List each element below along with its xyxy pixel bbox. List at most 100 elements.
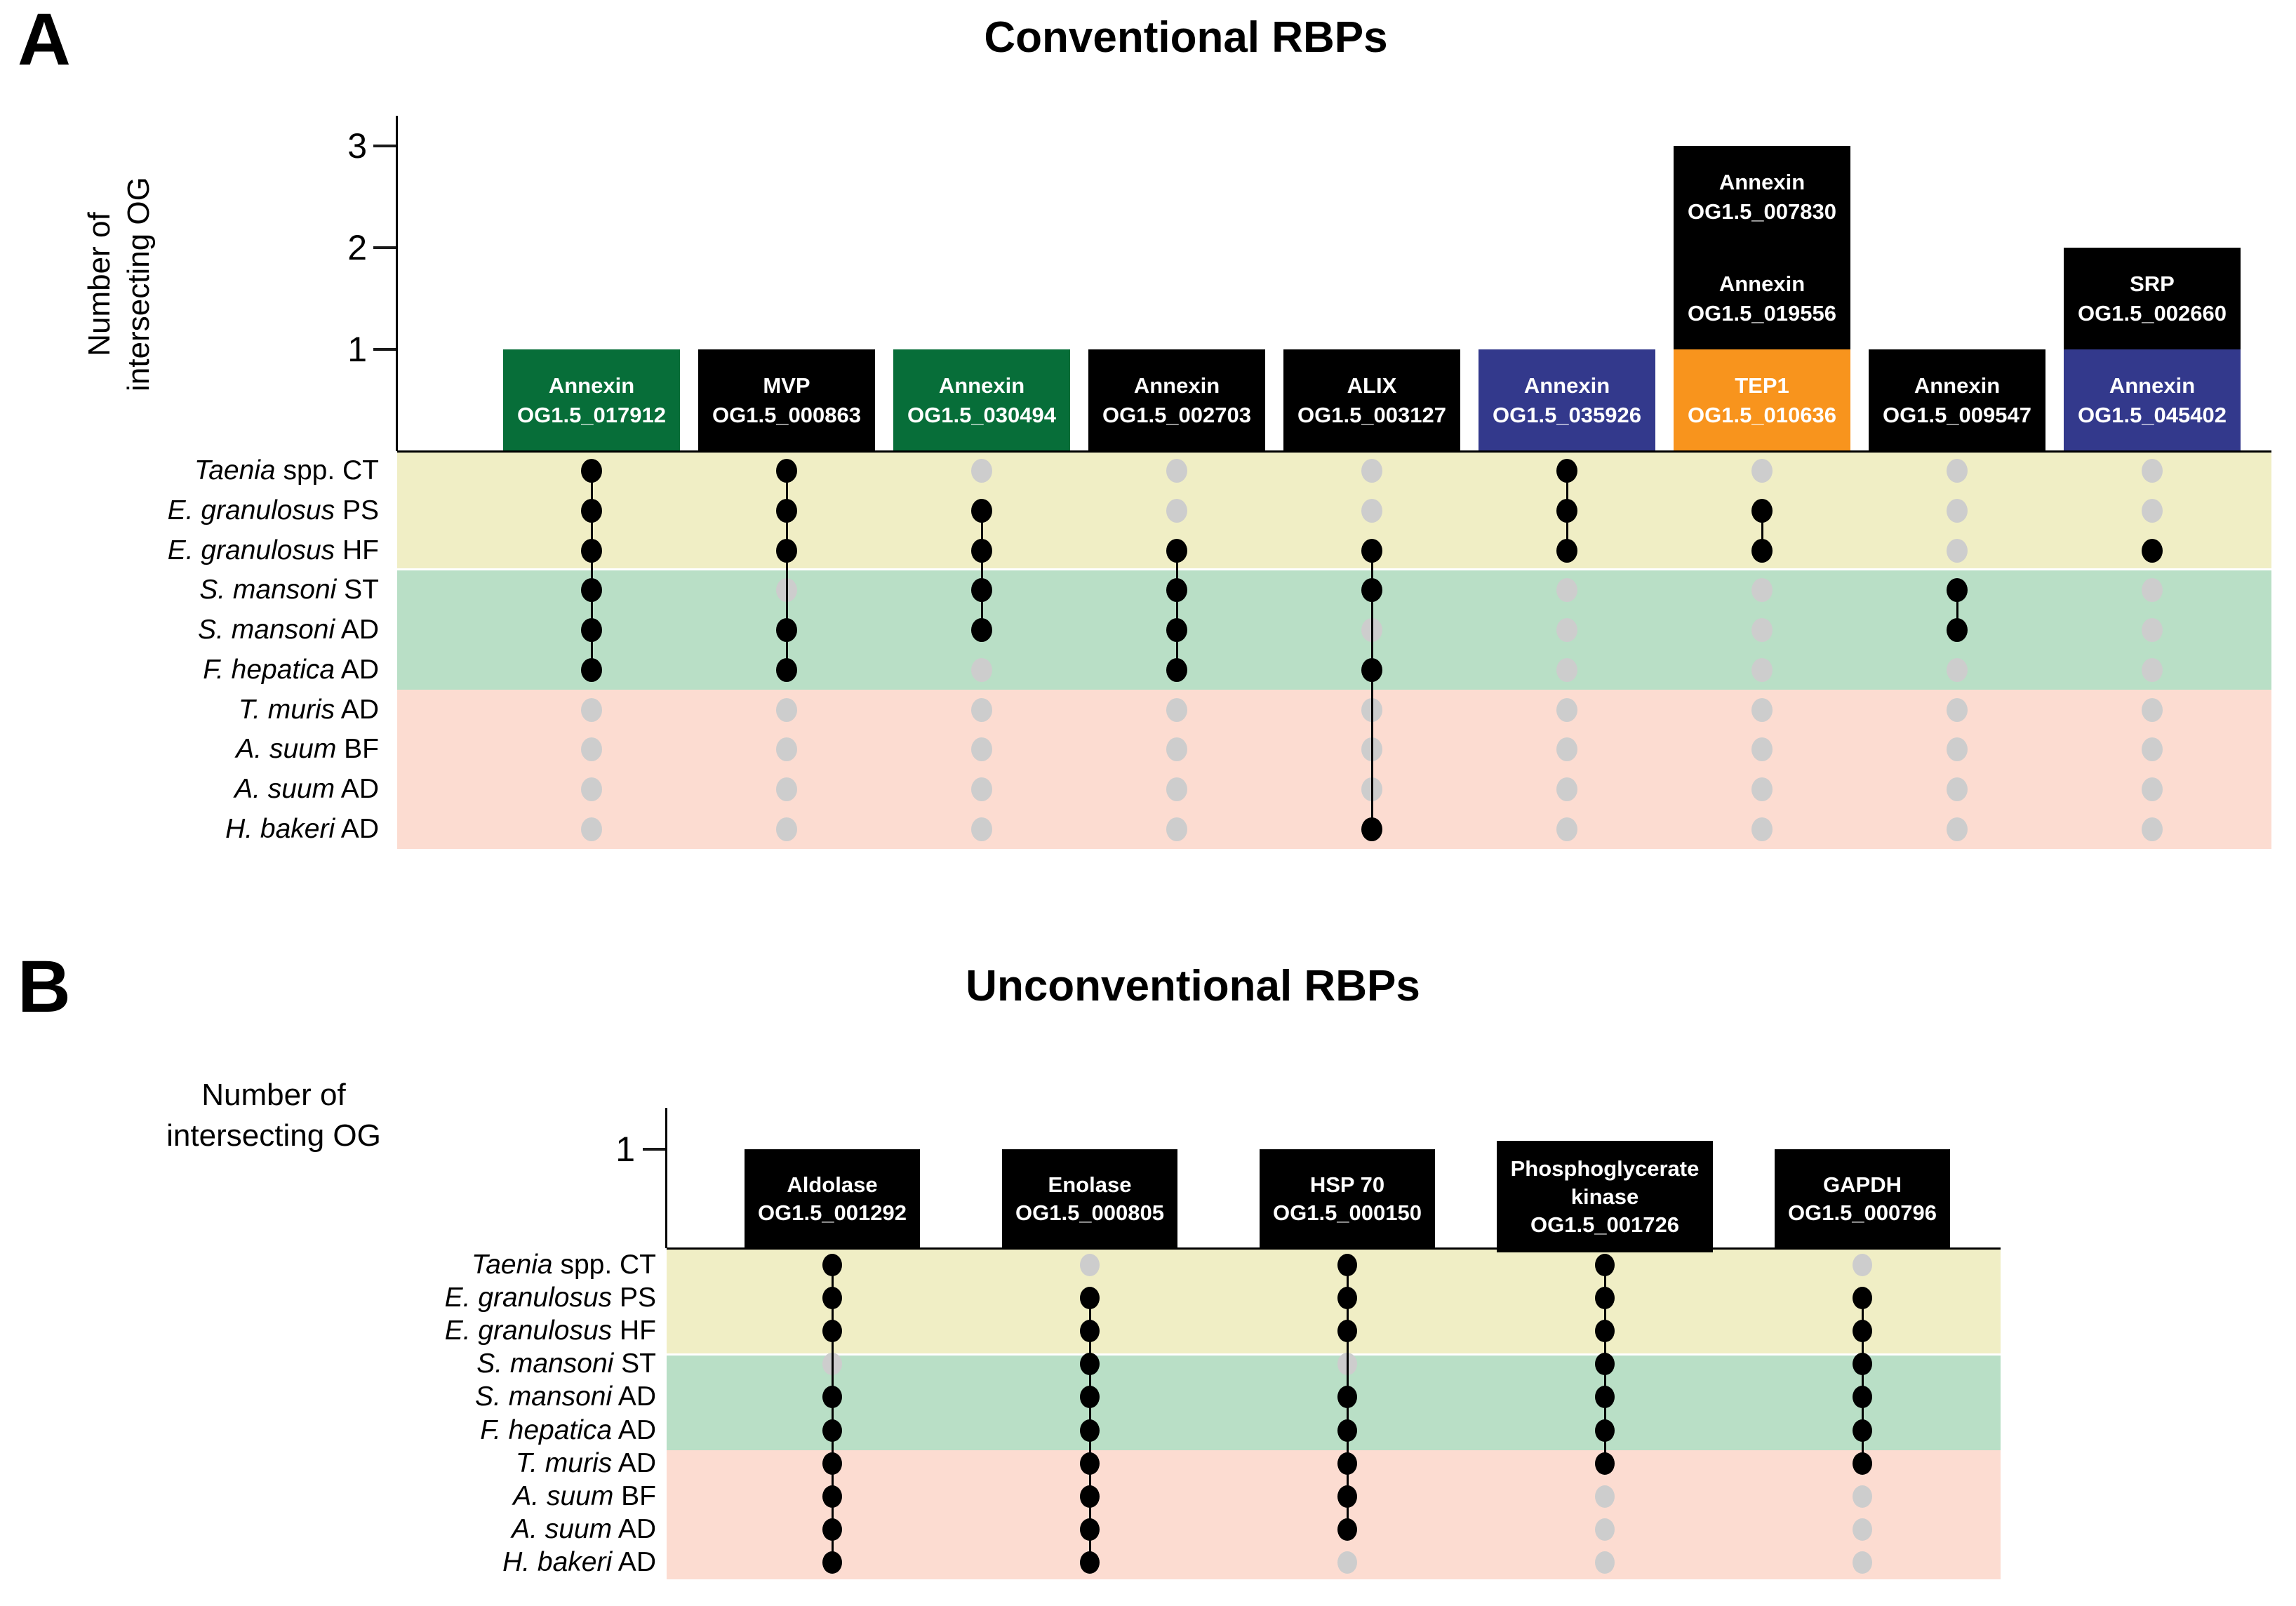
row-label-species: S. mansoni bbox=[199, 575, 337, 605]
row-label-suffix: ST bbox=[336, 575, 379, 605]
membership-dot-present bbox=[822, 1551, 842, 1574]
y-axis-tick-label: 1 bbox=[347, 330, 367, 369]
bar-segment-label-line: Aldolase bbox=[787, 1172, 878, 1197]
membership-dot-present bbox=[776, 618, 797, 643]
row-label: Taenia spp. CT bbox=[0, 450, 379, 492]
membership-dot-present bbox=[1595, 1386, 1615, 1409]
membership-dot-absent bbox=[1556, 697, 1577, 722]
bar-segment-label-line: GAPDH bbox=[1823, 1172, 1902, 1197]
membership-dot-absent bbox=[971, 737, 992, 762]
bar-segment-label-line: OG1.5_000796 bbox=[1787, 1200, 1937, 1225]
bar-segment-label-line: Annexin bbox=[2109, 373, 2196, 398]
membership-dot-absent bbox=[2142, 817, 2163, 841]
membership-dot-present bbox=[822, 1485, 842, 1508]
row-label-suffix: AD bbox=[335, 773, 379, 804]
membership-dot-present bbox=[822, 1452, 842, 1475]
membership-connector-line bbox=[1956, 590, 1958, 631]
row-label-suffix: AD bbox=[335, 654, 379, 685]
membership-dot-present bbox=[971, 499, 992, 523]
row-label-suffix: PS bbox=[612, 1282, 656, 1313]
membership-dot-present bbox=[1556, 538, 1577, 563]
membership-dot-absent bbox=[971, 657, 992, 682]
membership-dot-absent bbox=[2142, 578, 2163, 603]
membership-dot-present bbox=[1361, 657, 1382, 682]
membership-dot-absent bbox=[1751, 777, 1773, 801]
membership-dot-absent bbox=[1947, 499, 1968, 523]
membership-dot-present bbox=[1080, 1518, 1100, 1541]
membership-dot-present bbox=[1337, 1286, 1357, 1309]
membership-dot-present bbox=[1595, 1253, 1615, 1276]
row-label-species: A. suum bbox=[236, 734, 337, 765]
y-axis-tick-mark bbox=[373, 246, 396, 249]
row-label-suffix: AD bbox=[335, 615, 379, 645]
membership-dot-absent bbox=[1751, 817, 1773, 841]
bar-segment-label-line: OG1.5_002660 bbox=[2077, 300, 2227, 326]
row-label: Taenia spp. CT bbox=[165, 1244, 656, 1286]
membership-dot-absent bbox=[1595, 1518, 1615, 1541]
membership-dot-absent bbox=[1556, 657, 1577, 682]
membership-dot-present bbox=[822, 1253, 842, 1276]
membership-dot-present bbox=[1595, 1353, 1615, 1376]
row-label-species: E. granulosus bbox=[167, 495, 335, 526]
membership-dot-present bbox=[1080, 1386, 1100, 1409]
membership-connector-line bbox=[1761, 511, 1763, 551]
membership-dot-present bbox=[1166, 618, 1187, 643]
row-label: A. suum AD bbox=[165, 1508, 656, 1551]
row-label-species: H. bakeri bbox=[225, 813, 335, 844]
membership-connector-line bbox=[785, 471, 788, 670]
bar-segment-label-line: OG1.5_001726 bbox=[1530, 1212, 1679, 1237]
membership-dot-absent bbox=[1166, 459, 1187, 483]
row-label-species: A. suum bbox=[234, 773, 335, 804]
bar-segment-label-line: Annexin bbox=[1914, 373, 2001, 398]
membership-dot-present bbox=[1751, 538, 1773, 563]
membership-dot-present bbox=[822, 1386, 842, 1409]
membership-dot-absent bbox=[1947, 817, 1968, 841]
row-label-suffix: AD bbox=[612, 1414, 656, 1445]
membership-dot-present bbox=[581, 578, 602, 603]
panel-a-y-axis-title-line2: intersecting OG bbox=[121, 177, 156, 392]
bar-segment-label-line: ALIX bbox=[1347, 373, 1397, 398]
row-label-suffix: HF bbox=[335, 535, 379, 566]
membership-dot-absent bbox=[1080, 1253, 1100, 1276]
membership-dot-present bbox=[1337, 1419, 1357, 1442]
x-baseline bbox=[397, 450, 2271, 453]
bar-segment-label-line: Annexin bbox=[1133, 373, 1220, 398]
membership-dot-absent bbox=[2142, 499, 2163, 523]
row-band bbox=[667, 1450, 2001, 1579]
membership-dot-present bbox=[1947, 618, 1968, 643]
membership-dot-absent bbox=[2142, 737, 2163, 762]
membership-dot-present bbox=[971, 538, 992, 563]
bar-segment-label-line: OG1.5_002703 bbox=[1102, 402, 1251, 427]
row-label: T. muris AD bbox=[0, 689, 379, 731]
membership-dot-absent bbox=[971, 817, 992, 841]
membership-dot-absent bbox=[1853, 1253, 1872, 1276]
row-label-species: E. granulosus bbox=[444, 1316, 613, 1346]
membership-dot-present bbox=[1166, 538, 1187, 563]
row-label: E. granulosus PS bbox=[165, 1277, 656, 1319]
membership-dot-absent bbox=[1361, 499, 1382, 523]
y-axis-tick-label: 1 bbox=[615, 1130, 635, 1169]
panel-a-title: Conventional RBPs bbox=[984, 13, 1388, 62]
membership-dot-present bbox=[1166, 657, 1187, 682]
bar-segment-label-line: OG1.5_017912 bbox=[516, 402, 666, 427]
row-label: E. granulosus PS bbox=[0, 490, 379, 532]
membership-dot-present bbox=[1361, 817, 1382, 841]
membership-dot-present bbox=[1595, 1419, 1615, 1442]
membership-dot-absent bbox=[971, 777, 992, 801]
membership-dot-absent bbox=[1166, 697, 1187, 722]
panel-b-y-axis-title-line2: intersecting OG bbox=[166, 1118, 381, 1153]
membership-dot-absent bbox=[1751, 618, 1773, 643]
bar-segment-label-line: Annexin bbox=[1718, 271, 1806, 296]
membership-dot-present bbox=[1080, 1452, 1100, 1475]
panel-b-label: B bbox=[18, 946, 71, 1028]
